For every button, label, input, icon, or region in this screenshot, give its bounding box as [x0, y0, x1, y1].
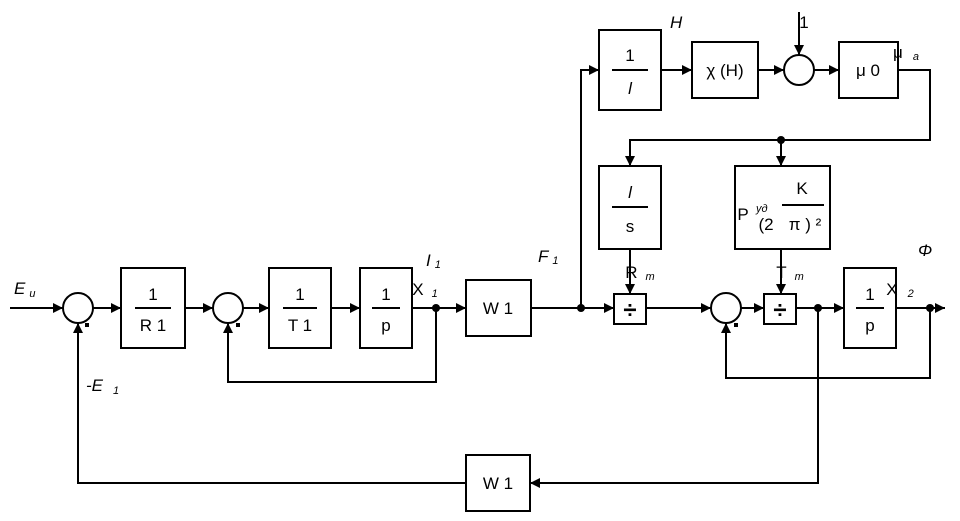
block-inv-p2-num: 1 [865, 285, 874, 304]
block-w1-feedback: W 1 [465, 454, 531, 512]
block-divider-2: ÷ [763, 293, 797, 325]
block-inv-r1: 1 R 1 [120, 267, 186, 349]
block-inv-t1-num: 1 [295, 285, 304, 304]
block-l-over-s-den: s [626, 217, 635, 236]
junction-mua [777, 136, 785, 144]
block-w1-forward-label: W 1 [483, 299, 513, 318]
junction-x1 [432, 304, 440, 312]
junction-x2 [926, 304, 934, 312]
label-h: H [670, 13, 683, 32]
block-inv-r1-num: 1 [148, 285, 157, 304]
sum-junction-1 [62, 292, 94, 324]
summing-junctions [62, 54, 815, 327]
block-chi: χ (H) [691, 41, 759, 99]
junction-dots [432, 136, 934, 312]
minus-mark-3 [734, 323, 738, 327]
block-inv-p2-den: p [865, 316, 874, 335]
block-divider-2-symbol: ÷ [773, 297, 786, 324]
block-l-over-s: l s [598, 165, 662, 250]
block-inv-t1-den: T 1 [288, 316, 312, 335]
block-divider-1-symbol: ÷ [623, 297, 636, 324]
block-l-over-s-num: l [628, 183, 633, 202]
block-inv-p1: 1 p [359, 267, 413, 349]
block-p-yd-paren: (2 [758, 215, 773, 234]
label-input-one: 1 [799, 13, 808, 32]
block-inv-l-den: l [628, 79, 633, 98]
block-p-yd-den: π ) ² [789, 215, 822, 234]
block-mu0-label: μ 0 [856, 61, 880, 80]
block-inv-p1-num: 1 [381, 285, 390, 304]
block-inv-l: 1 l [598, 29, 662, 111]
block-inv-t1: 1 T 1 [268, 267, 332, 349]
block-p-yd-pre: P [737, 205, 748, 224]
block-divider-1: ÷ [613, 293, 647, 325]
block-w1-forward: W 1 [465, 279, 532, 337]
sum-junction-2 [212, 292, 244, 324]
block-inv-l-num: 1 [625, 46, 634, 65]
block-p-yd-num: K [796, 179, 808, 198]
junction-tm-out [814, 304, 822, 312]
block-inv-r1-den: R 1 [140, 316, 166, 335]
label-phi: Φ [918, 241, 932, 260]
block-p-yd-pre-sub: уд [755, 203, 768, 215]
minus-mark-2 [236, 323, 240, 327]
block-inv-p2: 1 p [843, 267, 897, 349]
junction-f1 [577, 304, 585, 312]
sum-junction-4 [783, 54, 815, 86]
block-chi-label: χ (H) [706, 61, 743, 80]
minus-mark-1 [85, 323, 89, 327]
block-p-yd: P уд (2 K π ) ² [734, 165, 831, 250]
block-mu0: μ 0 [838, 41, 899, 99]
block-inv-p1-den: p [381, 316, 390, 335]
block-w1-feedback-label: W 1 [483, 474, 513, 493]
sum-junction-3 [710, 292, 742, 324]
arrowheads [53, 45, 945, 488]
